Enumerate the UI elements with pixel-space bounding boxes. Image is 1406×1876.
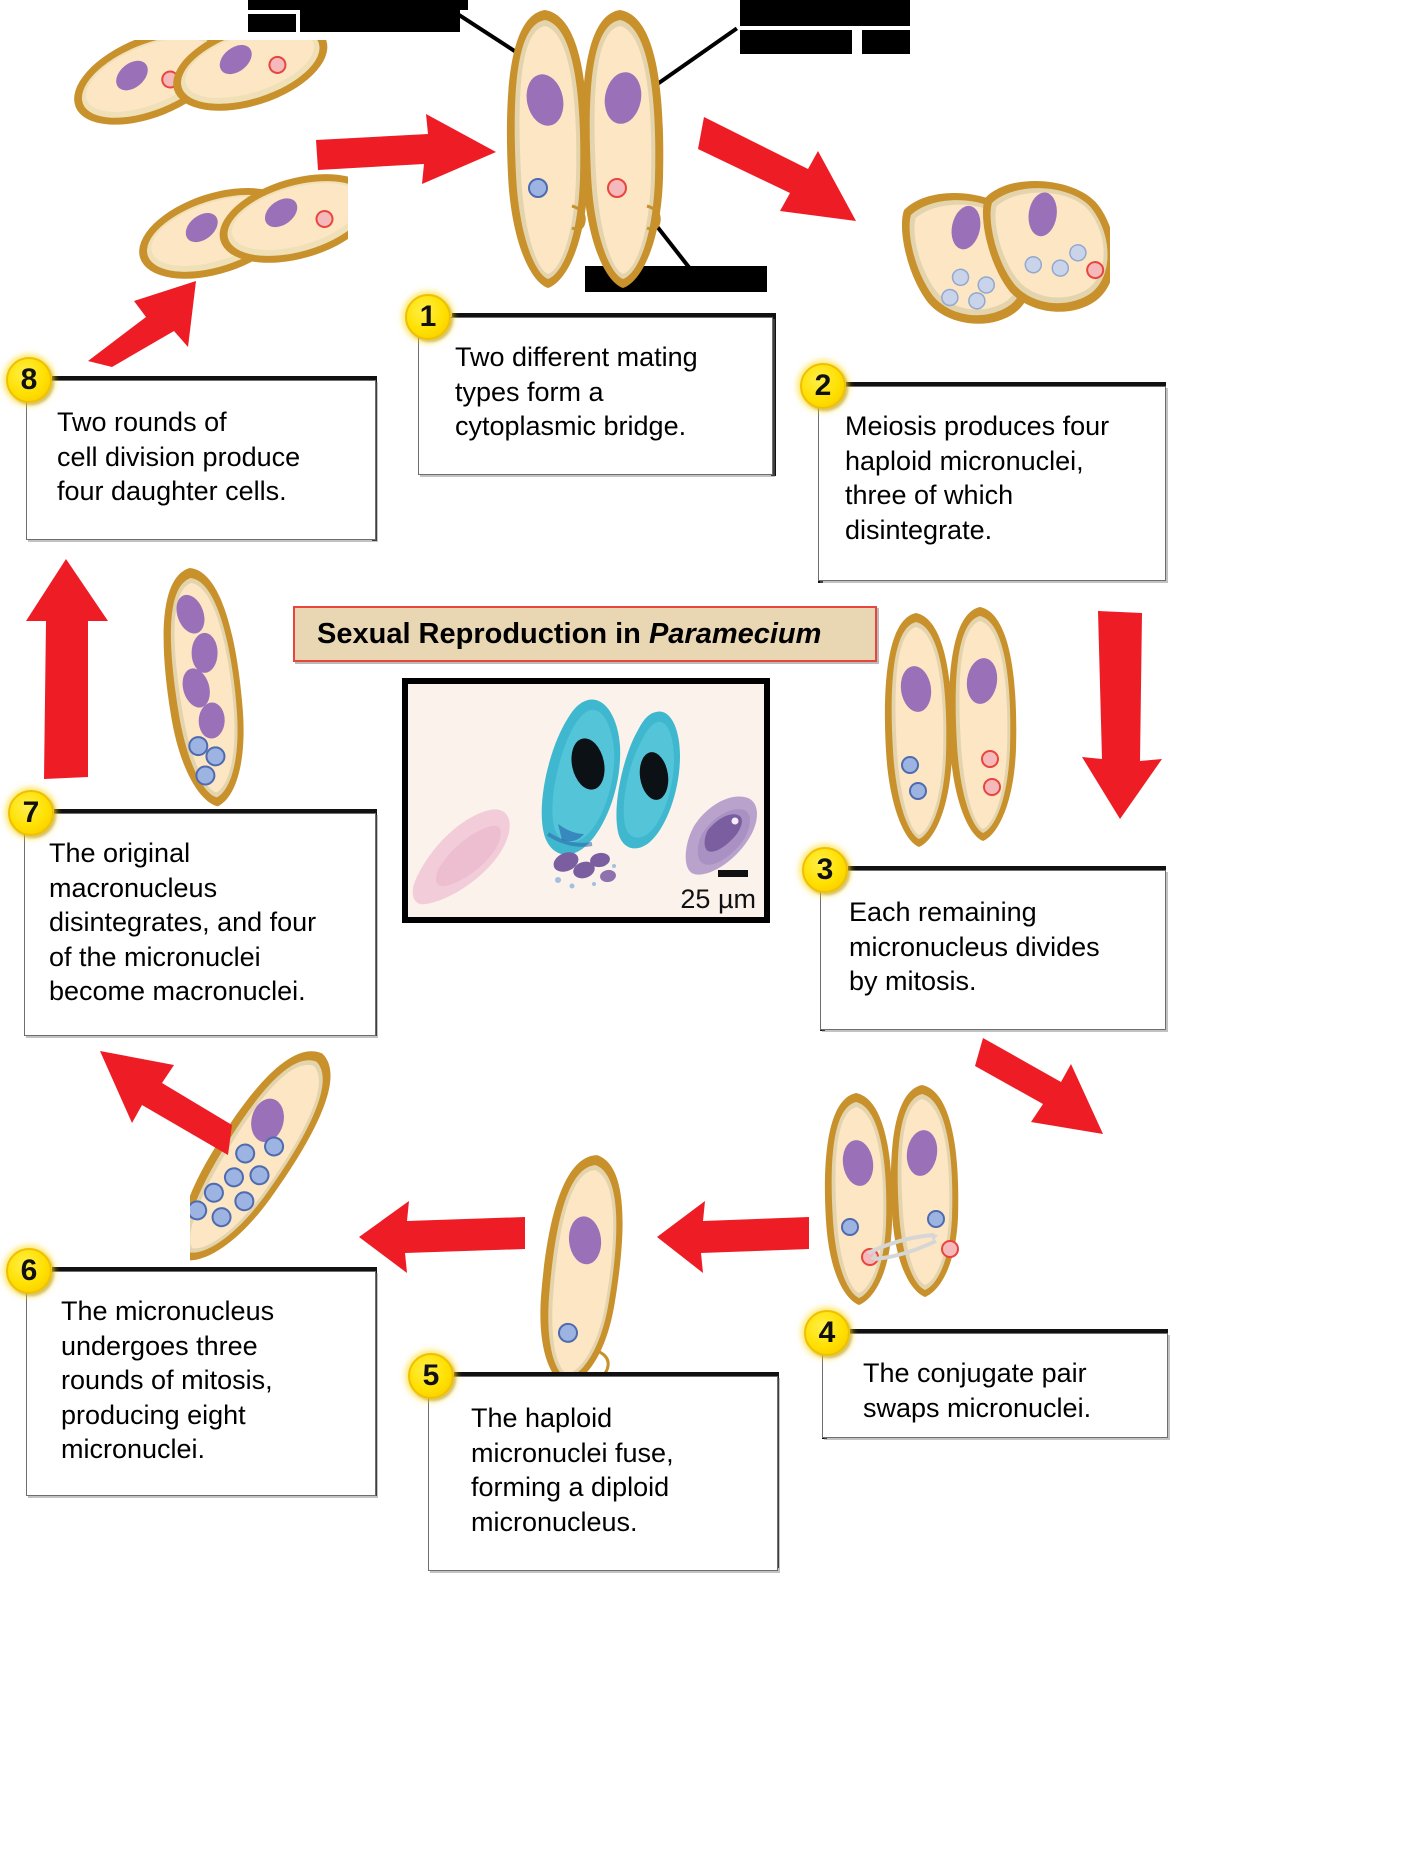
callout-1-top-edge (452, 313, 775, 317)
callout-box-4: The conjugate pair swaps micronuclei. (822, 1333, 1168, 1438)
step-number-6: 6 (20, 1254, 38, 1287)
callout-6-text: The micronucleus undergoes three rounds … (61, 1296, 275, 1465)
cell-group-step4 (810, 1085, 1050, 1305)
callout-box-7: The original macronucleus disintegrates,… (24, 813, 376, 1036)
callout-5-top-edge (454, 1372, 778, 1376)
callout-box-1: Two different mating types form a cytopl… (418, 317, 773, 475)
arrow-step8-return (80, 255, 200, 370)
step-badge-1[interactable]: 1 (405, 294, 451, 340)
cell-group-step7 (150, 560, 280, 810)
cell-group-step6 (179, 1045, 370, 1310)
step-badge-3[interactable]: 3 (802, 847, 848, 893)
step-badge-2[interactable]: 2 (800, 363, 846, 409)
arrow-step7-to-step8 (22, 555, 112, 785)
callout-4-top-edge (850, 1329, 1168, 1333)
callout-box-5: The haploid micronuclei fuse, forming a … (428, 1376, 778, 1571)
arrow-step1-to-step2 (698, 105, 878, 235)
arrow-step3-to-step4 (975, 1030, 1115, 1150)
callout-box-8: Two rounds of cell division produce four… (26, 380, 376, 540)
step-number-8: 8 (20, 363, 38, 396)
step-number-1: 1 (419, 300, 437, 333)
callout-3-top-edge (848, 866, 1166, 870)
step-number-2: 2 (814, 369, 832, 402)
step-number-3: 3 (816, 853, 834, 886)
figure-title-italic: Paramecium (648, 617, 822, 650)
step-badge-4[interactable]: 4 (804, 1310, 850, 1356)
callout-8-text: Two rounds of cell division produce four… (57, 407, 301, 507)
callout-2-text: Meiosis produces four haploid micronucle… (845, 411, 1110, 545)
step-badge-8[interactable]: 8 (6, 357, 52, 403)
label-redacted-left-bar3 (248, 14, 296, 32)
callout-box-2: Meiosis produces four haploid micronucle… (818, 386, 1166, 581)
cell-group-step8 (48, 19, 375, 350)
callout-7-top-edge (54, 809, 376, 813)
arrow-step5-to-step6 (355, 1195, 530, 1280)
step-badge-5[interactable]: 5 (408, 1353, 454, 1399)
step-number-5: 5 (422, 1359, 440, 1392)
scale-bar (718, 870, 748, 877)
callout-1-right-edge (771, 313, 776, 476)
callout-6-top-edge (52, 1267, 376, 1271)
step-number-4: 4 (818, 1316, 836, 1349)
arrow-step4-to-step5 (655, 1195, 815, 1280)
label-redacted-right-bar2 (740, 30, 852, 54)
figure-title-bar: Sexual Reproduction in Paramecium (293, 606, 877, 662)
arrow-step8-to-step1 (310, 108, 510, 208)
leader-line-left-thick (440, 4, 452, 14)
callout-3-text: Each remaining micronucleus divides by m… (849, 897, 1100, 997)
figure-title: Sexual Reproduction in Paramecium (295, 618, 821, 651)
callout-1-text: Two different mating types form a cytopl… (455, 342, 698, 442)
arrow-step2-to-step3 (1080, 605, 1170, 825)
callout-4-text: The conjugate pair swaps micronuclei. (863, 1358, 1092, 1423)
step-badge-7[interactable]: 7 (8, 790, 54, 836)
step-badge-6[interactable]: 6 (6, 1248, 52, 1294)
label-redacted-right-bar3 (862, 30, 910, 54)
arrow-step6-to-step7 (80, 1035, 235, 1165)
scale-bar-label: 25 µm (680, 884, 756, 914)
cell-group-step1-conjugating-pair (490, 0, 690, 300)
figure-title-prefix: Sexual Reproduction in (317, 617, 649, 650)
cell-group-step5 (525, 1150, 665, 1390)
callout-8-top-edge (52, 376, 376, 380)
label-redacted-left (248, 0, 468, 10)
callout-box-6: The micronucleus undergoes three rounds … (26, 1271, 376, 1496)
cell-group-step2 (880, 175, 1115, 360)
callout-box-3: Each remaining micronucleus divides by m… (820, 870, 1166, 1030)
paramecium-micrograph: 25 µm (402, 678, 770, 923)
callout-5-text: The haploid micronuclei fuse, forming a … (471, 1403, 674, 1537)
callout-2-top-edge (846, 382, 1166, 386)
cell-group-step3 (870, 605, 1090, 855)
callout-7-text: The original macronucleus disintegrates,… (49, 838, 317, 1007)
label-redacted-left-bar2 (300, 10, 460, 32)
label-redacted-right (740, 0, 910, 26)
step-number-7: 7 (22, 796, 40, 829)
